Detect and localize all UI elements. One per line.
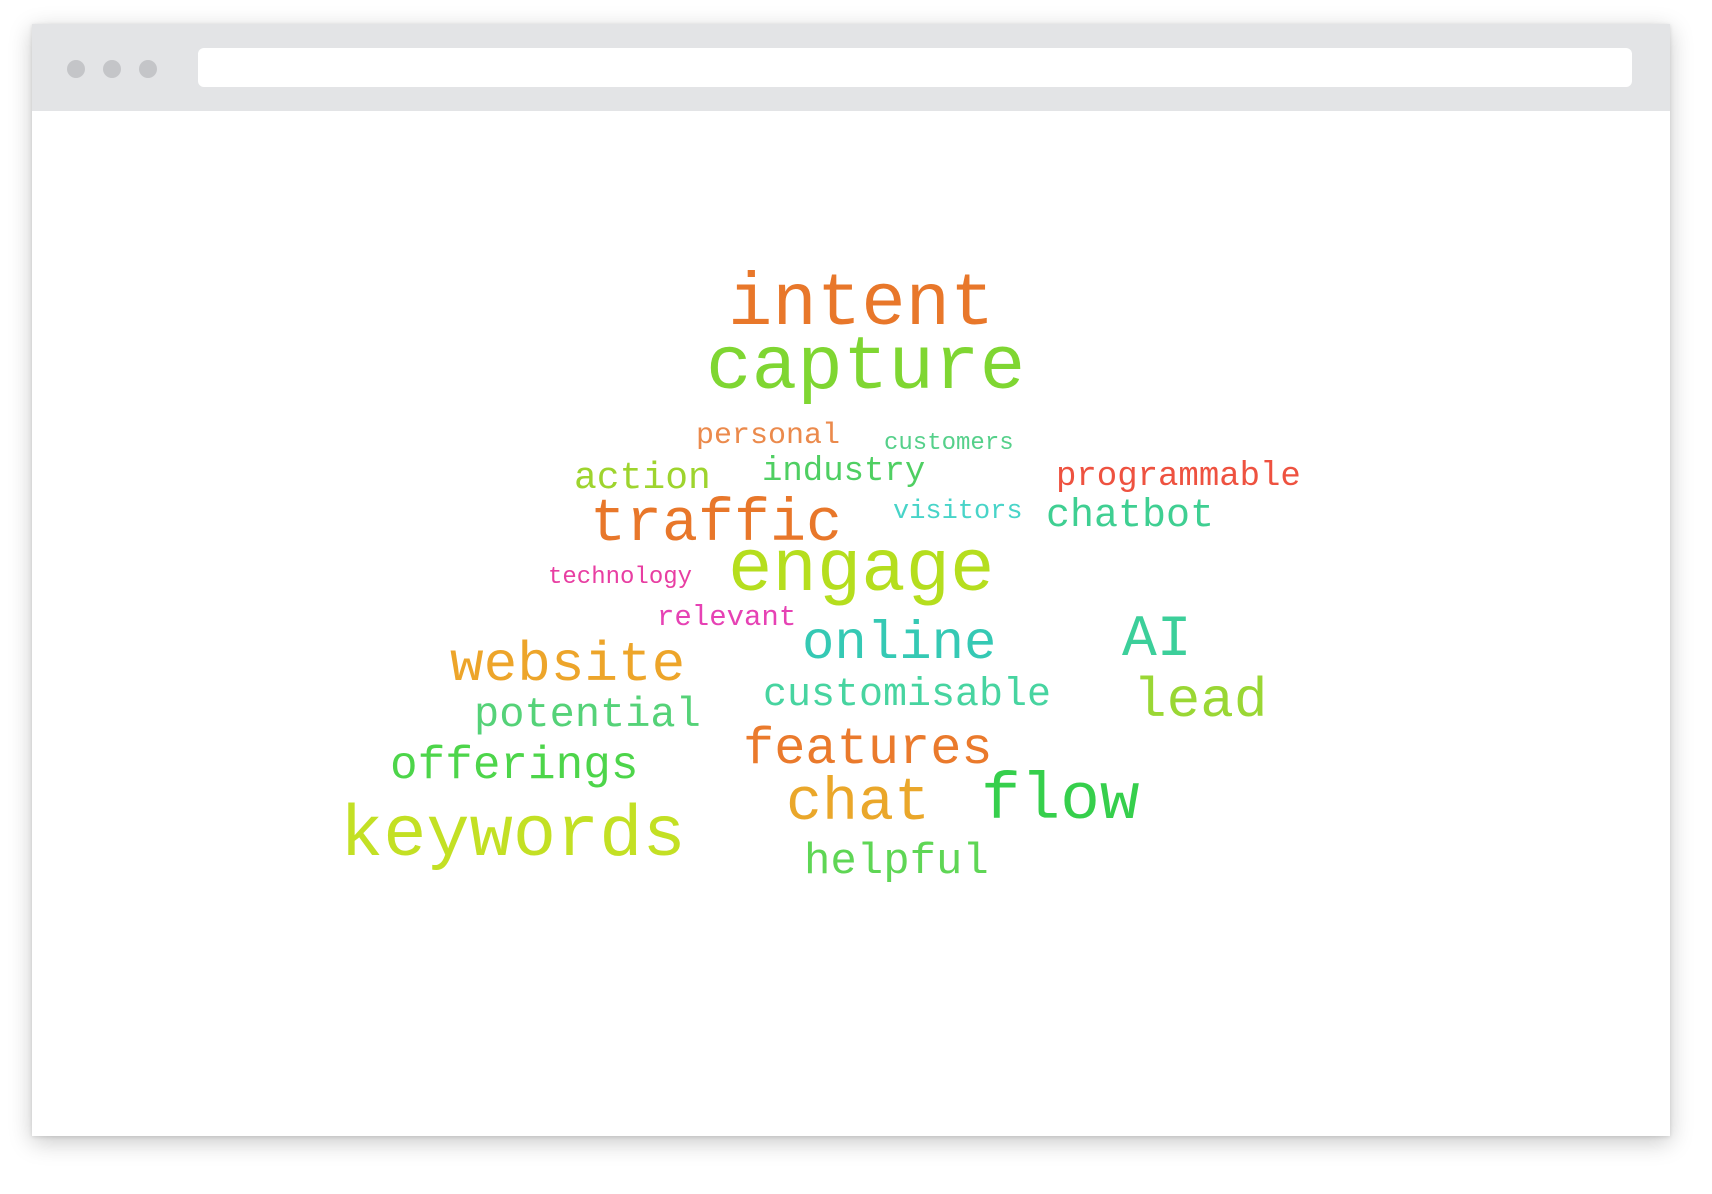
word-technology: technology: [548, 564, 693, 591]
word-ai: AI: [1122, 608, 1192, 673]
word-engage: engage: [728, 529, 995, 613]
page-content: [32, 111, 1670, 1136]
word-personal: personal: [696, 419, 841, 453]
window-control-dot-icon[interactable]: [67, 60, 85, 78]
word-visitors: visitors: [893, 497, 1023, 527]
window-control-dot-icon[interactable]: [139, 60, 157, 78]
word-intent: intent: [728, 263, 995, 347]
word-lead: lead: [1133, 669, 1268, 733]
word-action: action: [574, 457, 711, 500]
word-keywords: keywords: [340, 795, 686, 877]
window-control-dot-icon[interactable]: [103, 60, 121, 78]
address-bar[interactable]: [198, 48, 1632, 87]
word-programmable: programmable: [1056, 458, 1301, 496]
word-potential: potential: [474, 691, 701, 739]
word-customisable: customisable: [763, 673, 1052, 718]
browser-toolbar: [32, 24, 1670, 111]
browser-window: [32, 24, 1670, 1136]
word-features: features: [743, 720, 993, 779]
word-traffic: traffic: [590, 491, 843, 559]
word-online: online: [802, 614, 997, 675]
word-website: website: [450, 633, 686, 697]
word-capture: capture: [706, 325, 1026, 411]
word-relevant: relevant: [657, 601, 797, 634]
word-flow: flow: [981, 763, 1140, 838]
word-chatbot: chatbot: [1046, 494, 1215, 539]
word-helpful: helpful: [804, 837, 989, 887]
word-offerings: offerings: [390, 740, 639, 792]
word-chat: chat: [786, 770, 931, 838]
word-industry: industry: [762, 453, 926, 491]
word-customers: customers: [884, 430, 1014, 457]
